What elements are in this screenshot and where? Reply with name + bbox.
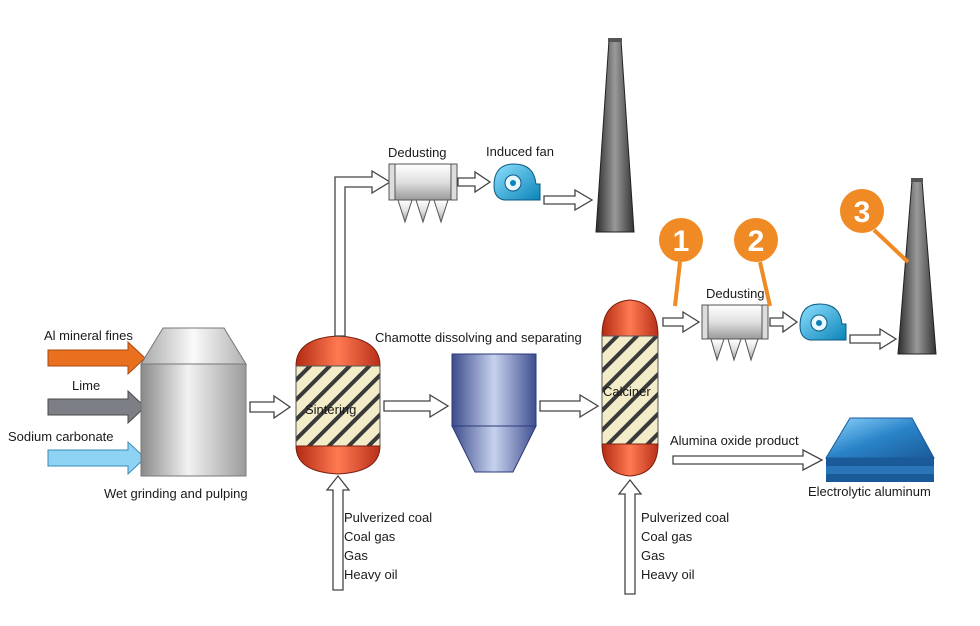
fuel-list-right: Pulverized coal Coal gas Gas Heavy oil [641,510,729,582]
fuel-item: Coal gas [344,529,396,544]
marker-2-number: 2 [748,225,765,258]
dedusting-unit-right [701,304,769,362]
label-sintering: Sintering [305,402,356,417]
fuel-item: Pulverized coal [344,510,432,525]
calciner [601,299,659,477]
label-dedusting-top: Dedusting [388,145,447,160]
label-al-mineral-fines: Al mineral fines [44,328,133,343]
input-arrow-al-mineral-fines [47,340,146,376]
dedusting-unit-top [388,163,458,224]
chimney-stack-right [897,179,937,355]
flow-arrow-calciner-to-dedusting [662,310,701,334]
flow-arrow-fan-to-stack-right [849,327,898,351]
flow-arrow-tank-to-calciner [539,393,600,419]
induced-fan-right [799,303,847,341]
fuel-item: Heavy oil [344,567,398,582]
flow-arrow-dedusting-to-fan-top [457,170,492,194]
label-lime: Lime [72,378,100,393]
flow-arrow-fan-to-stack-top [543,188,594,212]
marker-1-number: 1 [673,225,690,258]
flow-arrow-sintering-to-tank [383,393,450,419]
fuel-item: Gas [344,548,368,563]
marker-3-number: 3 [854,196,871,229]
marker-3: 3 [840,189,910,264]
chamotte-separation-tank [451,353,537,473]
label-alumina-product: Alumina oxide product [670,433,799,448]
input-arrow-lime [47,389,146,425]
fuel-item: Pulverized coal [641,510,729,525]
chimney-stack-top [595,39,635,233]
fuel-item: Coal gas [641,529,693,544]
label-electrolytic-aluminum: Electrolytic aluminum [808,484,931,499]
flow-arrow-fuel-to-calciner [617,478,643,595]
label-induced-fan: Induced fan [486,144,554,159]
sintering-kiln [295,335,381,475]
flow-arrow-sintering-to-dedusting [334,169,392,337]
label-chamotte: Chamotte dissolving and separating [375,330,582,345]
flow-arrow-fuel-to-sintering [325,474,351,591]
electrolytic-aluminum-stack [825,417,935,482]
marker-1: 1 [659,218,703,307]
fuel-list-left: Pulverized coal Coal gas Gas Heavy oil [344,510,432,582]
flow-arrow-calciner-to-aluminum [672,448,824,472]
label-dedusting-right: Dedusting [706,286,765,301]
label-sodium-carbonate: Sodium carbonate [8,429,114,444]
flow-arrow-dedusting-to-fan-right [769,310,799,334]
marker-2: 2 [734,218,778,307]
flow-arrow-grinder-to-sintering [249,394,292,420]
fuel-item: Heavy oil [641,567,695,582]
induced-fan-top [493,163,541,201]
fuel-item: Gas [641,548,665,563]
wet-grinder [140,327,247,477]
label-calciner: Calciner [603,384,651,399]
input-arrow-sodium-carbonate [47,440,146,476]
label-wet-grinding: Wet grinding and pulping [104,486,248,501]
